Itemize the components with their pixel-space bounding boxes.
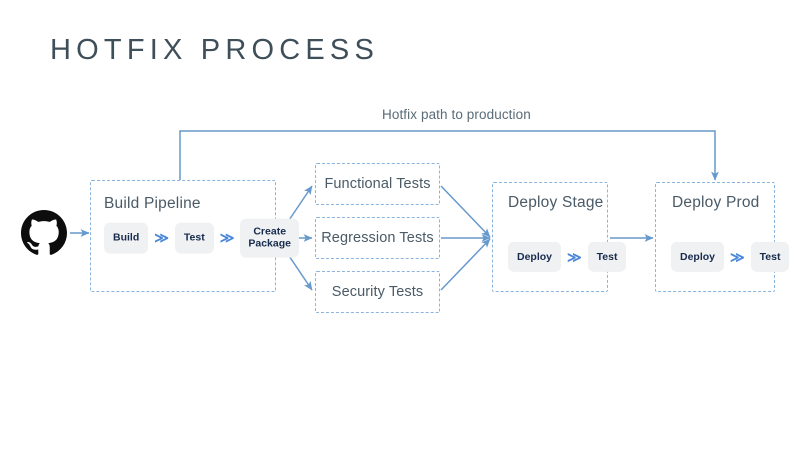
step-chip-test[interactable]: Test	[587, 241, 627, 273]
regression-tests-box[interactable]: Regression Tests	[315, 217, 440, 259]
chevron-right-icon: ≫	[567, 249, 582, 265]
deploy-stage-steps: Deploy ≫ Test	[508, 241, 627, 273]
build-pipeline-steps: Build ≫ Test ≫ Create Package	[104, 218, 299, 258]
chevron-right-icon: ≫	[154, 230, 169, 246]
step-chip-test[interactable]: Test	[174, 222, 214, 254]
chevron-right-icon: ≫	[219, 230, 235, 246]
arrow-functional-to-deploy-stage	[440, 185, 491, 238]
arrow-security-to-deploy-stage	[440, 238, 491, 291]
deploy-prod-steps: Deploy ≫ Test	[671, 241, 790, 273]
step-chip-create-package[interactable]: Create Package	[240, 218, 299, 258]
chevron-right-icon: ≫	[730, 249, 745, 265]
deploy-prod-title: Deploy Prod	[672, 194, 760, 211]
step-chip-test[interactable]: Test	[750, 241, 790, 273]
deploy-stage-title: Deploy Stage	[508, 194, 604, 211]
github-icon	[21, 210, 67, 256]
page-title: HOTFIX PROCESS	[50, 34, 379, 66]
build-pipeline-title: Build Pipeline	[104, 195, 201, 212]
hotfix-path-label: Hotfix path to production	[382, 107, 531, 122]
security-tests-box[interactable]: Security Tests	[315, 271, 440, 313]
step-chip-deploy[interactable]: Deploy	[671, 241, 725, 273]
functional-tests-box[interactable]: Functional Tests	[315, 163, 440, 205]
step-chip-build[interactable]: Build	[104, 222, 149, 254]
step-chip-deploy[interactable]: Deploy	[508, 241, 562, 273]
deploy-stage-box[interactable]	[492, 182, 608, 292]
arrow-hotfix-path	[179, 130, 719, 181]
deploy-prod-box[interactable]	[655, 182, 775, 292]
